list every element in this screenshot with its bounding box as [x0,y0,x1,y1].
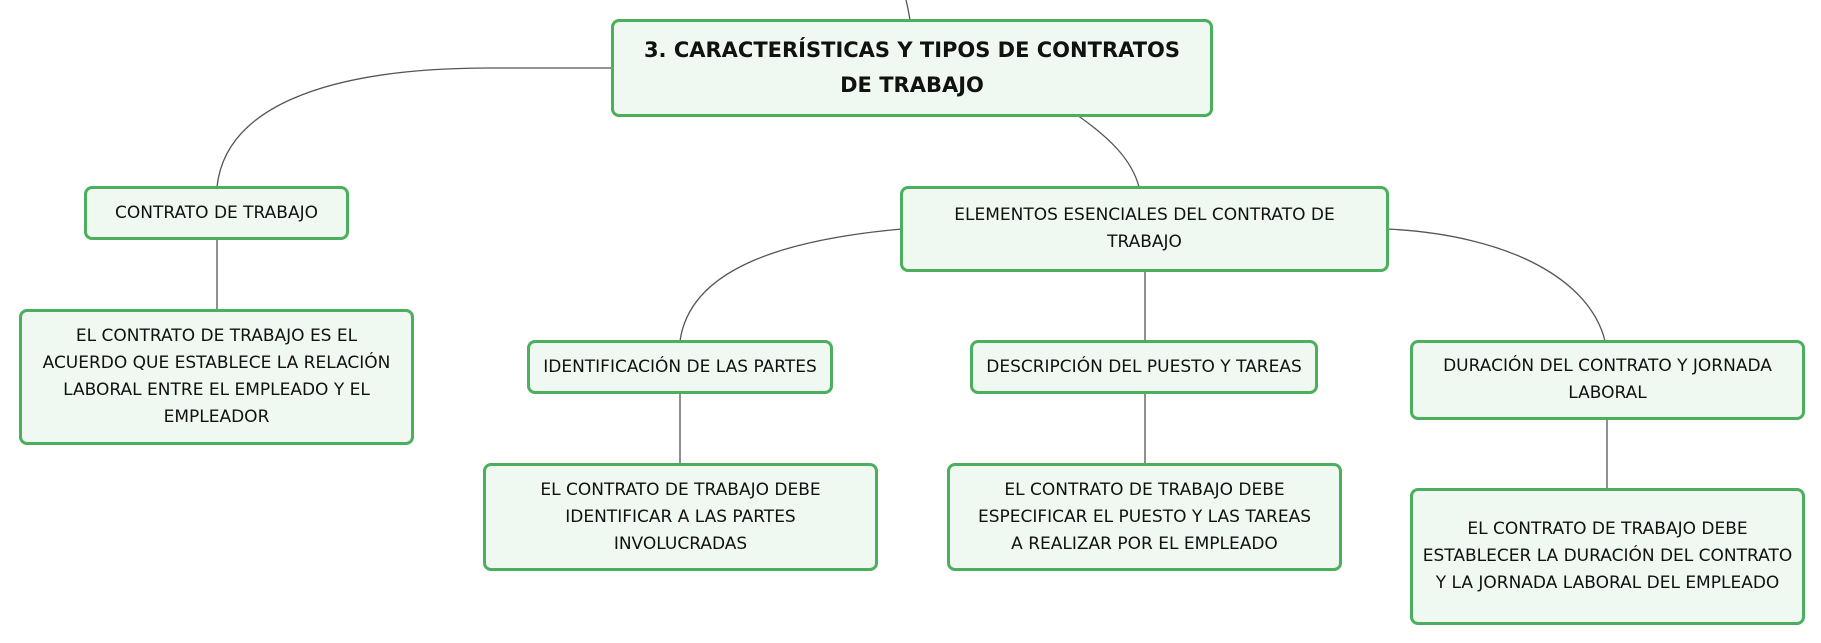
duracion-definition-label: EL CONTRATO DE TRABAJO DEBE ESTABLECER L… [1422,519,1793,593]
connector-elementos-identificacion [679,228,903,342]
contrato-definition-node[interactable]: EL CONTRATO DE TRABAJO ES EL ACUERDO QUE… [19,309,414,445]
contrato-definition-label: EL CONTRATO DE TRABAJO ES EL ACUERDO QUE… [42,326,391,427]
root-topic-label: 3. CARACTERÍSTICAS Y TIPOS DE CONTRATOS … [643,38,1181,97]
identificacion-definition-node[interactable]: EL CONTRATO DE TRABAJO DEBE IDENTIFICAR … [483,463,878,571]
descripcion-definition-label: EL CONTRATO DE TRABAJO DEBE ESPECIFICAR … [977,479,1312,554]
identificacion-definition-label: EL CONTRATO DE TRABAJO DEBE IDENTIFICAR … [540,479,821,554]
elementos-label: ELEMENTOS ESENCIALES DEL CONTRATO DE TRA… [954,205,1335,252]
duracion-node[interactable]: DURACIÓN DEL CONTRATO Y JORNADA LABORAL [1410,340,1805,420]
connector-root-elementos [1076,114,1140,188]
identificacion-label: IDENTIFICACIÓN DE LAS PARTES [543,356,817,377]
connector-root-up [905,0,911,21]
root-topic-node[interactable]: 3. CARACTERÍSTICAS Y TIPOS DE CONTRATOS … [611,19,1213,117]
descripcion-definition-node[interactable]: EL CONTRATO DE TRABAJO DEBE ESPECIFICAR … [947,463,1342,571]
duracion-label: DURACIÓN DEL CONTRATO Y JORNADA LABORAL [1443,356,1772,403]
descripcion-label: DESCRIPCIÓN DEL PUESTO Y TAREAS [986,356,1302,377]
contrato-label: CONTRATO DE TRABAJO [114,202,318,223]
connector-elementos-duracion [1386,228,1606,342]
contrato-node[interactable]: CONTRATO DE TRABAJO [84,186,349,240]
descripcion-node[interactable]: DESCRIPCIÓN DEL PUESTO Y TAREAS [970,340,1318,394]
duracion-definition-node[interactable]: EL CONTRATO DE TRABAJO DEBE ESTABLECER L… [1410,488,1805,625]
connector-root-contrato [216,67,611,188]
elementos-node[interactable]: ELEMENTOS ESENCIALES DEL CONTRATO DE TRA… [900,186,1389,272]
identificacion-node[interactable]: IDENTIFICACIÓN DE LAS PARTES [527,340,833,394]
